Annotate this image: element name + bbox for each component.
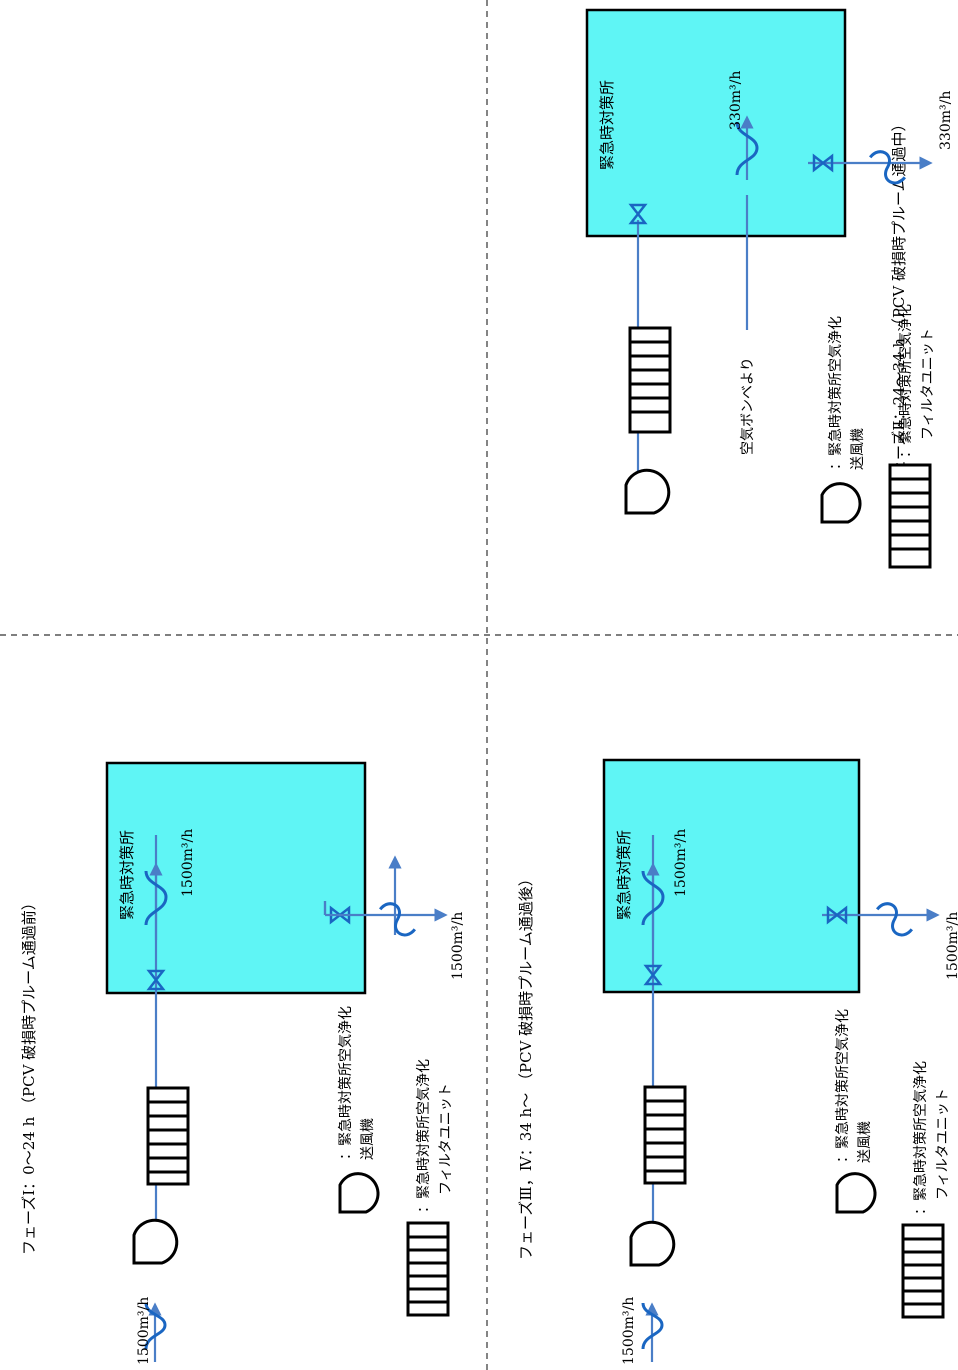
phase-2-exhaust-air-icon bbox=[868, 150, 907, 185]
phase-1-inlet-flow: 1500m³/h bbox=[136, 1297, 152, 1365]
phase-2-legend-filter-icon bbox=[888, 463, 932, 569]
phase-1-supply-valve-icon bbox=[146, 969, 166, 991]
phase-1-exhaust-valve-icon bbox=[329, 905, 351, 925]
phase-3-fan-icon bbox=[629, 1220, 676, 1267]
phase-3-legend-filter-icon bbox=[901, 1223, 945, 1319]
phase-3-outlet-flow-label: 1500m³/h bbox=[945, 912, 958, 980]
phase-1-title: フェーズⅠ：0～24 h （PCV 破損時プルーム通過前） bbox=[20, 895, 38, 1255]
phase-2-panel: フェーズⅡ：24～34 h （PCV 破損時プルーム通過中） 緊急時対策所 空気… bbox=[585, 8, 954, 569]
phase-1-panel: フェーズⅠ：0～24 h （PCV 破損時プルーム通過前） 緊急時対策所 bbox=[20, 761, 466, 1365]
phase-3-inlet-flow: 1500m³/h bbox=[621, 1297, 637, 1365]
phase-3-legend-filter-label: ：緊急時対策所空気浄化 bbox=[912, 1061, 929, 1215]
phase-2-room-label: 緊急時対策所 bbox=[598, 80, 616, 170]
phase-1-room-label: 緊急時対策所 bbox=[118, 830, 136, 920]
phase-3-room-air-icon bbox=[641, 870, 665, 926]
phase-1-inlet-air-icon bbox=[144, 1302, 167, 1350]
phase-1-legend-fan-label: ：緊急時対策所空気浄化 bbox=[337, 1006, 354, 1160]
phase-2-legend-fan-label-2: 送風機 bbox=[850, 428, 866, 470]
phase-2-title: フェーズⅡ：24～34 h （PCV 破損時プルーム通過中） bbox=[890, 116, 908, 490]
phase-2-room-flow: 330m³/h bbox=[728, 71, 744, 130]
phase-2-filter-icon bbox=[628, 326, 672, 434]
phase-3-legend-fan-label: ：緊急時対策所空気浄化 bbox=[834, 1009, 851, 1163]
phase-2-legend-fan-label: ：緊急時対策所空気浄化 bbox=[827, 316, 844, 470]
phase-1-exhaust-air-icon bbox=[378, 902, 417, 937]
phase-3-inlet-air-icon bbox=[641, 1302, 664, 1350]
phase-2-room-air-icon bbox=[735, 121, 759, 176]
phase-3-exhaust-air-icon bbox=[875, 902, 914, 937]
phase-2-legend-filter-label-2: フィルタユニット bbox=[920, 328, 936, 440]
phase-1-legend-filter-label-2: フィルタユニット bbox=[438, 1083, 454, 1195]
phase-3-filter-icon bbox=[643, 1085, 687, 1185]
phase-1-outlet-flow: 1500m³/h bbox=[450, 912, 466, 980]
phase-3-legend-fan-label-2: 送風機 bbox=[857, 1121, 873, 1163]
phase-1-legend-fan-icon bbox=[338, 1172, 380, 1214]
phase-1-room-air-icon bbox=[144, 870, 168, 926]
phase-3-room bbox=[602, 758, 861, 994]
phase-1-room-flow: 1500m³/h bbox=[180, 829, 196, 897]
phase-2-cylinder-label: 空気ボンベより bbox=[740, 357, 756, 455]
phase-3-exhaust-valve-icon bbox=[826, 905, 848, 925]
phase-1-legend-filter-icon bbox=[406, 1221, 450, 1317]
phase-3-room-flow: 1500m³/h bbox=[673, 829, 689, 897]
phase-2-fan-icon bbox=[624, 468, 671, 515]
phase-2-legend-filter-label: ：緊急時対策所空気浄化 bbox=[897, 304, 914, 458]
phase-2-legend-fan-icon bbox=[820, 482, 862, 524]
phase-3-panel: フェーズⅢ，Ⅳ：34 h～ （PCV 破損時プルーム通過後） 緊急時対策所 15… bbox=[517, 758, 958, 1365]
phase-3-title: フェーズⅢ，Ⅳ：34 h～ （PCV 破損時プルーム通過後） bbox=[517, 871, 535, 1260]
phase-3-room-label: 緊急時対策所 bbox=[615, 830, 633, 920]
phase-2-outlet-flow: 330m³/h bbox=[938, 91, 954, 150]
phase-3-supply-valve-icon bbox=[643, 964, 663, 986]
phase-1-filter-icon bbox=[146, 1086, 190, 1186]
phase-1-room bbox=[105, 761, 367, 995]
phase-3-legend-fan-icon bbox=[835, 1172, 877, 1214]
phase-2-supply-valve-icon bbox=[628, 203, 648, 225]
phase-2-exhaust-valve-icon bbox=[812, 153, 834, 173]
phase-1-fan-icon bbox=[132, 1218, 179, 1265]
phase-2-room bbox=[585, 8, 847, 238]
phase-3-legend-filter-label-2: フィルタユニット bbox=[935, 1088, 951, 1200]
phase-1-legend-filter-label: ：緊急時対策所空気浄化 bbox=[415, 1059, 432, 1213]
phase-1-legend-fan-label-2: 送風機 bbox=[360, 1118, 376, 1160]
